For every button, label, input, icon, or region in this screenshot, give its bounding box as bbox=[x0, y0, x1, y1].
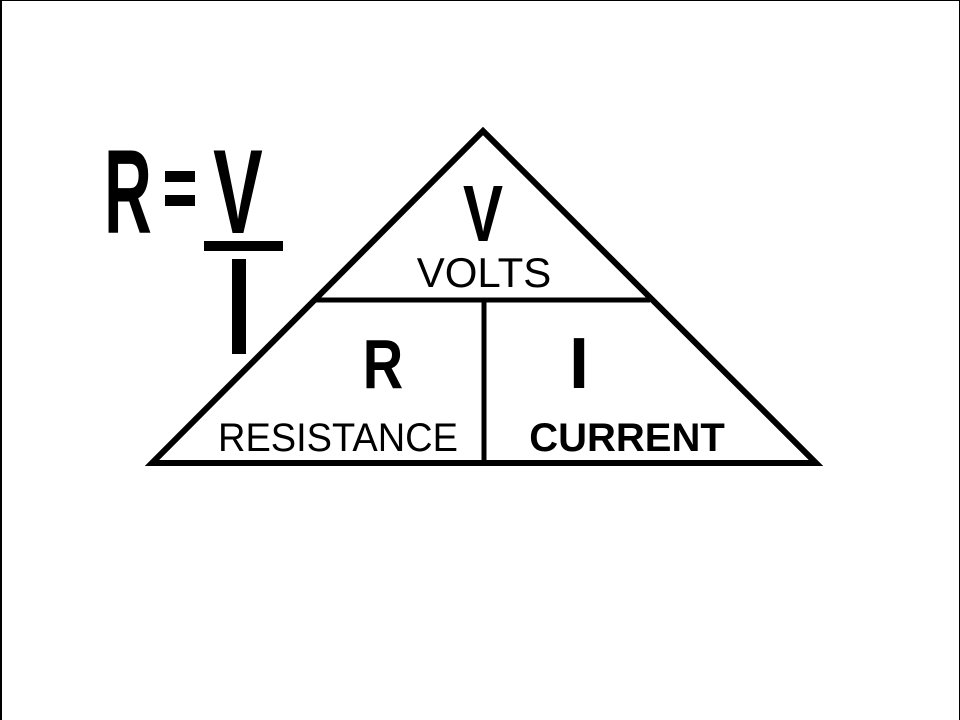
formula-denominator bbox=[232, 259, 246, 354]
ohms-law-formula: R V bbox=[104, 124, 283, 354]
section-volts: V VOLTS bbox=[417, 169, 552, 296]
equals-bottom-bar bbox=[165, 195, 195, 206]
volts-label: VOLTS bbox=[417, 249, 552, 296]
resistance-label: RESISTANCE bbox=[218, 416, 458, 460]
section-resistance: R RESISTANCE bbox=[218, 326, 458, 460]
formula-lhs: R bbox=[104, 124, 152, 259]
equals-top-bar bbox=[165, 171, 195, 182]
formula-numerator: V bbox=[213, 126, 263, 259]
fraction-bar bbox=[204, 241, 283, 251]
ohms-law-triangle bbox=[144, 126, 824, 466]
volts-symbol: V bbox=[463, 169, 503, 258]
current-symbol: I bbox=[569, 324, 589, 404]
current-label: CURRENT bbox=[529, 416, 725, 460]
resistance-symbol: R bbox=[363, 326, 403, 403]
section-current: I CURRENT bbox=[529, 324, 725, 460]
